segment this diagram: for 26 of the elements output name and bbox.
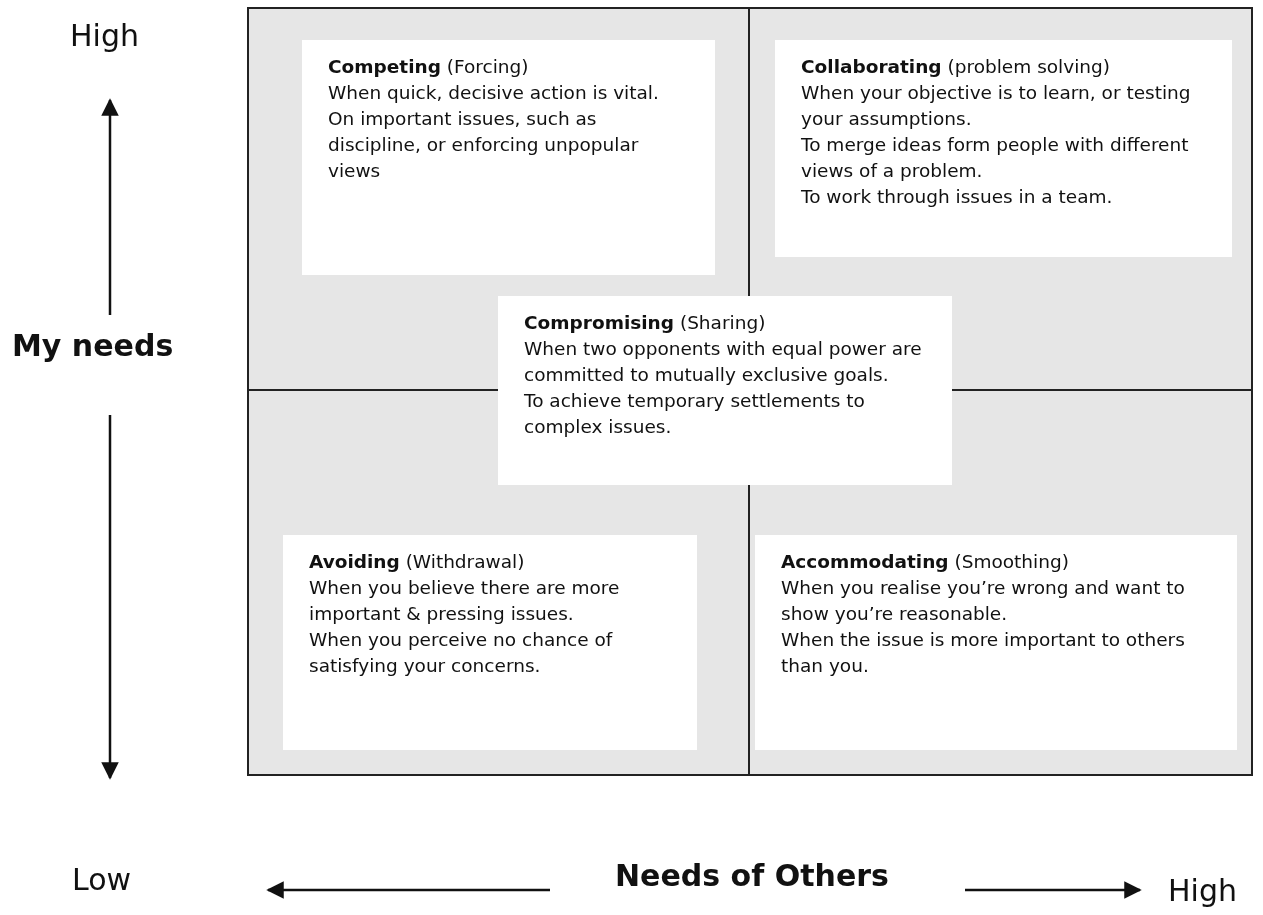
card-text: On important issues, such as discipline, or enforcing unpopular views [328, 107, 640, 183]
axis-end-label: High [1168, 873, 1237, 908]
axis-end-label: High [70, 18, 139, 53]
card-text: To work through issues in a team. [801, 185, 1114, 209]
card-text: To merge ideas form people with different views of a problem. [801, 133, 1190, 183]
card-text: When you believe there are more important & pressing issues. [309, 576, 621, 626]
card-text: To achieve temporary settlements to complex issues. [524, 389, 866, 439]
axis-title: Needs of Others [615, 858, 889, 893]
card-text: When two opponents with equal power are committed to mutually exclusive goals. [524, 337, 923, 387]
card-text: When you realise you’re wrong and want to show you’re reasonable. [781, 576, 1186, 626]
card-text: When you perceive no chance of satisfying your concerns. [309, 628, 614, 678]
card-text: When quick, decisive action is vital. [328, 81, 660, 105]
axis-title: My needs [12, 328, 174, 363]
axis-end-label: Low [72, 862, 132, 897]
card-text: When your objective is to learn, or testing your assumptions. [801, 81, 1192, 131]
card-text: When the issue is more important to others than you. [781, 628, 1186, 678]
card-heading: Avoiding (Withdrawal) [309, 550, 526, 574]
card-heading: Compromising (Sharing) [524, 311, 767, 335]
card-heading: Accommodating (Smoothing) [781, 550, 1070, 574]
strategy-card [302, 40, 715, 275]
strategy-card [498, 296, 952, 485]
strategy-card [755, 535, 1237, 750]
card-heading: Collaborating (problem solving) [801, 55, 1112, 79]
strategy-card [775, 40, 1232, 257]
strategy-card [283, 535, 697, 750]
card-heading: Competing (Forcing) [328, 55, 530, 79]
